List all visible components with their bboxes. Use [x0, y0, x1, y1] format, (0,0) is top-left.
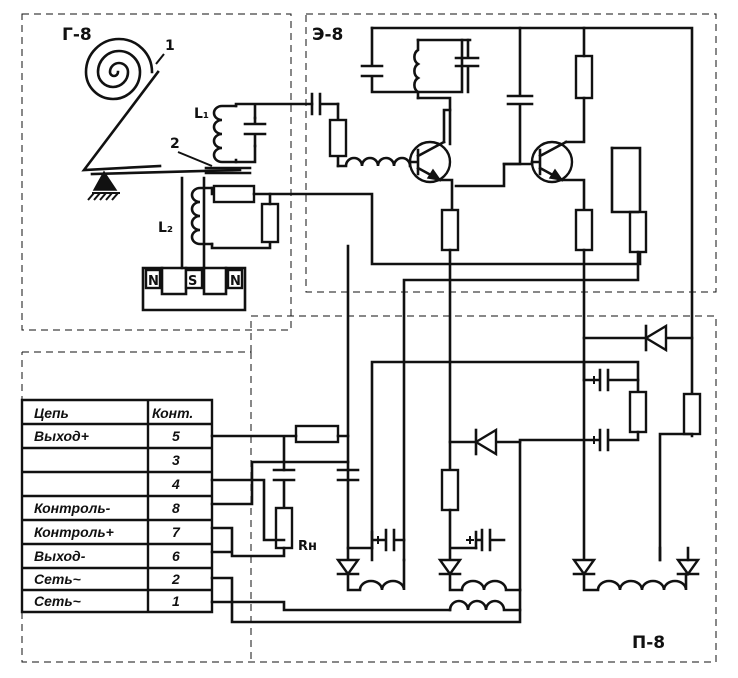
- table-row-circuit: Выход+: [34, 428, 89, 444]
- coupling-capacitor-2: [454, 26, 534, 188]
- emitter-down-wires: [402, 146, 640, 562]
- mid-diode: [448, 427, 522, 457]
- top-left-capacitor: [360, 26, 464, 94]
- magnet-pole-s: S: [188, 274, 197, 289]
- power-block-outline: [21, 315, 717, 663]
- bleeder-resistor: [628, 390, 648, 434]
- top-diode: [582, 323, 694, 353]
- sense-resistor: [628, 210, 648, 254]
- filter-capacitor-top: [582, 368, 640, 392]
- right-rail-wire: [658, 432, 694, 562]
- table-row-contact: 3: [172, 452, 180, 468]
- table-row-contact: 5: [172, 428, 180, 444]
- l1-wires: [234, 102, 314, 164]
- capacitor-l1: [243, 116, 267, 148]
- mains-wires: [210, 576, 522, 624]
- table-row-circuit: Выход-: [34, 548, 86, 564]
- emitter-block-title: Э-8: [312, 25, 343, 45]
- power-wires-upper: [370, 360, 640, 562]
- block-outlines: [21, 13, 717, 663]
- table-row-contact: 7: [172, 524, 181, 540]
- inductor-l2-label: L₂: [158, 220, 173, 236]
- collector-resistor: [574, 54, 594, 100]
- table-header-circuit: Цепь: [34, 405, 69, 421]
- output-wires: [210, 434, 350, 482]
- spiral-support-line: [81, 70, 162, 172]
- plate-tag-2: 2: [170, 136, 180, 152]
- table-row-circuit: Контроль-: [34, 500, 111, 516]
- output-capacitor-2: [336, 468, 360, 562]
- coil-tag-1: 1: [165, 38, 175, 54]
- inductor-l1-label: L₁: [194, 106, 209, 122]
- magnet-assembly: [141, 266, 247, 312]
- coil-tag-leader: [155, 53, 165, 65]
- rectifier-2: [437, 468, 522, 592]
- power-block-title: П-8: [632, 633, 665, 653]
- table-row-circuit: Сеть~: [34, 571, 81, 587]
- leaf-spring-plate: [90, 168, 242, 176]
- right-rail-resistor: [682, 392, 702, 436]
- emitter-resistor-1: [440, 208, 460, 252]
- load-wires: [210, 460, 350, 558]
- table-row-contact: 8: [172, 500, 180, 516]
- divider-wire: [252, 192, 272, 206]
- coupling-capacitor: [310, 92, 340, 116]
- contact-bar: [204, 166, 252, 175]
- table-row-contact: 1: [172, 593, 180, 609]
- plate-tag-leader: [177, 151, 213, 167]
- inductor-l1: [212, 104, 238, 164]
- rectifier-3: [571, 546, 701, 592]
- table-row-circuit: Контроль+: [34, 524, 114, 540]
- base-choke: [336, 156, 420, 168]
- load-resistor-label: Rн: [298, 539, 317, 554]
- generator-block-title: Г-8: [62, 25, 92, 45]
- emitter-resistor-2: [574, 208, 594, 252]
- transistor-2: [502, 140, 586, 212]
- magnet-pole-n-left: N: [148, 274, 159, 289]
- connection-table: Цепь Конт. Выход+ 5 3 4 Контроль- 8 Конт…: [20, 398, 214, 614]
- ground-icon: [87, 170, 120, 201]
- table-row-contact: 6: [172, 548, 180, 564]
- divider-resistor: [260, 202, 280, 244]
- output-resistor-1: [294, 424, 340, 444]
- table-row-circuit: Сеть~: [34, 593, 81, 609]
- base-resistor: [328, 118, 348, 158]
- tank-inductor: [413, 38, 472, 146]
- spiral-coil: [84, 37, 154, 101]
- mains-transformer-primary: [448, 599, 522, 612]
- tank-capacitor: [454, 38, 480, 94]
- output-capacitor-1: [272, 468, 296, 510]
- transistor-1: [408, 108, 454, 212]
- top-rail: [370, 26, 694, 438]
- load-resistor: [274, 506, 294, 550]
- l2-wires: [180, 146, 642, 270]
- inductor-l2: [190, 186, 214, 246]
- magnet-pole-n-right: N: [230, 274, 241, 289]
- filter-capacitor-bottom: [518, 428, 640, 452]
- table-row-contact: 2: [171, 571, 180, 587]
- emitter-block-outline: [305, 13, 717, 293]
- rectifier-1: [335, 528, 406, 592]
- table-header-contact: Конт.: [152, 405, 193, 421]
- feedback-resistor: [212, 184, 256, 204]
- table-row-contact: 4: [171, 476, 180, 492]
